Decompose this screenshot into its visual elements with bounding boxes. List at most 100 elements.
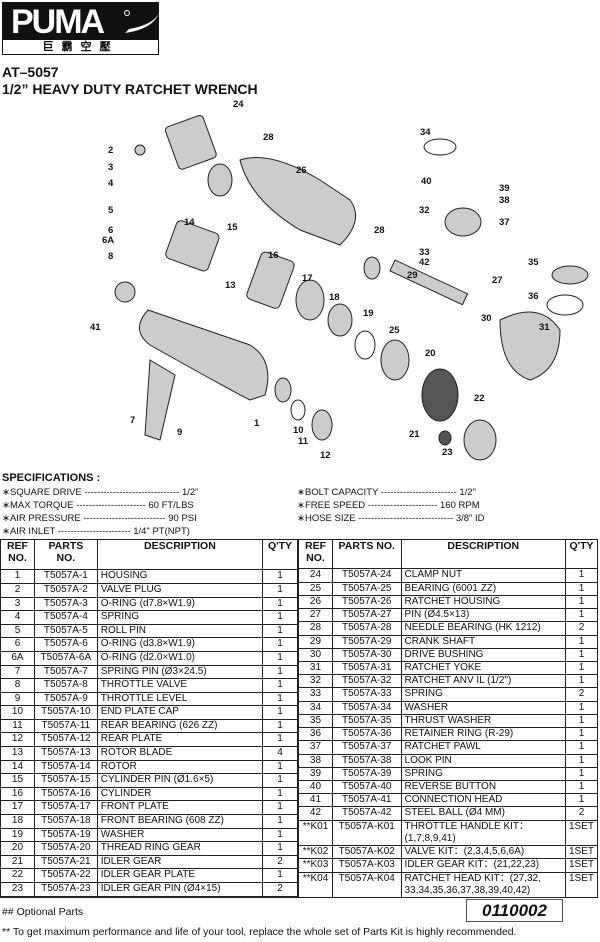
col-ref: REF NO. [298, 538, 333, 570]
specifications-heading: SPECIFICATIONS : [2, 472, 101, 484]
callout-3: 3 [108, 162, 113, 173]
ref-no: 18 [0, 814, 35, 829]
callout-6: 6 [108, 225, 113, 236]
qty: 4 [262, 746, 298, 761]
callout-8: 8 [108, 251, 113, 262]
callout-34: 34 [420, 127, 431, 138]
document-code: 0110002 [466, 899, 563, 922]
description: NEEDLE BEARING (HK 1212) [400, 621, 566, 636]
logo-brand: PUMA [3, 3, 158, 41]
parts-no [33, 895, 98, 899]
ref-no: 20 [0, 841, 35, 856]
parts-no: T5057A-14 [33, 759, 98, 775]
description: RATCHET ANV IL (1/2") [400, 674, 566, 689]
qty: 1 [262, 732, 298, 748]
ref-no: 37 [298, 740, 333, 755]
description: CYLINDER PIN (Ø1.6×5) [96, 773, 264, 788]
description: ROTOR [96, 759, 264, 775]
description: REAR PLATE [96, 732, 264, 748]
parts-no: T5057A-11 [33, 718, 98, 734]
qty: 1 [262, 868, 298, 883]
description: IDLER GEAR PLATE [96, 868, 264, 883]
parts-no: T5057A-10 [33, 705, 98, 720]
description: CYLINDER [96, 786, 264, 802]
qty: 2 [564, 687, 599, 702]
ref-no: 39 [298, 766, 333, 781]
callout-33: 33 [419, 247, 430, 258]
callout-12: 12 [320, 450, 331, 461]
callout-5: 5 [108, 205, 114, 216]
parts-no: T5057A-42 [331, 806, 402, 821]
callout-26: 26 [296, 165, 307, 176]
parts-no: T5057A-24 [331, 568, 402, 583]
ref-no: 1 [0, 569, 35, 584]
ref-no: 10 [0, 705, 35, 720]
parts-no: T5057A-16 [33, 786, 98, 802]
table-row [0, 895, 298, 899]
description: IDLER GEAR KIT：(21,22,23) [400, 858, 566, 873]
qty: 1 [262, 582, 298, 598]
qty: 1 [262, 691, 298, 707]
parts-no: T5057A-1 [33, 569, 98, 584]
callout-28: 28 [263, 132, 274, 143]
ref-no: 31 [298, 661, 333, 676]
callout-42: 42 [419, 257, 430, 268]
ref-no: 12 [0, 732, 35, 748]
ref-no: 8 [0, 678, 35, 693]
parts-no: T5057A-30 [331, 647, 402, 663]
qty: 1 [262, 759, 298, 775]
qty: 1 [564, 766, 599, 781]
callout-11: 11 [298, 436, 309, 447]
callout-1: 1 [254, 418, 260, 429]
description: RETAINER RING (R-29) [400, 727, 566, 742]
qty: 1 [262, 569, 298, 584]
callout-32: 32 [419, 205, 430, 216]
callout-35: 35 [528, 257, 539, 268]
qty: 1 [564, 779, 599, 795]
parts-no: T5057A-22 [33, 868, 98, 883]
parts-no: T5057A-6A [33, 650, 98, 666]
callout-38: 38 [499, 195, 510, 206]
ref-no [0, 895, 35, 899]
ref-no: 14 [0, 759, 35, 775]
parts-no: T5057A-5 [33, 623, 98, 639]
ratchet-housing-shape [239, 157, 357, 246]
qty: 1 [564, 753, 599, 768]
callout-39: 39 [499, 183, 510, 194]
parts-no: T5057A-26 [331, 594, 402, 610]
puma-logo: PUMA 巨霸空壓 [2, 2, 159, 55]
description: FRONT PLATE [96, 800, 264, 816]
parts-no: T5057A-39 [331, 766, 402, 781]
qty: 1 [262, 637, 298, 652]
model-number: AT–5057 [2, 64, 59, 80]
callout-15: 15 [227, 222, 238, 233]
ref-no: 25 [298, 581, 333, 596]
callout-30: 30 [481, 313, 492, 324]
callout-24: 24 [233, 99, 244, 110]
description: BEARING (6001 ZZ) [400, 581, 566, 596]
description: SPRING [96, 610, 264, 625]
qty: 1 [262, 705, 298, 720]
page-title: 1/2” HEAVY DUTY RATCHET WRENCH [2, 81, 258, 97]
ref-no: 4 [0, 610, 35, 625]
spec-item: ∗SQUARE DRIVE --------------------------… [2, 487, 199, 498]
description: THREAD RING GEAR [96, 841, 264, 856]
parts-no: T5057A-29 [331, 634, 402, 649]
